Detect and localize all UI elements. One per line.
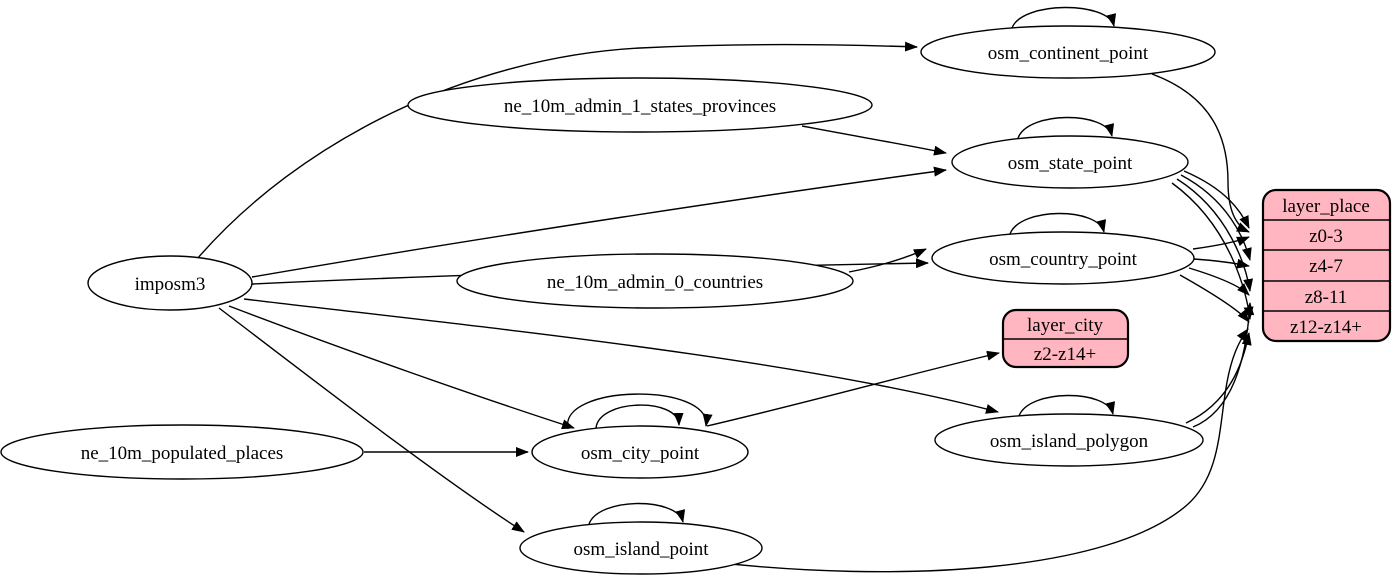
edge-osm_island_polygon-self (1018, 394, 1116, 417)
edge-osm_state_point-to-layer_place-z0-3 (1183, 170, 1250, 229)
node-imposm3-shape (87, 255, 253, 311)
node-osm_city_point-shape (531, 425, 749, 479)
node-osm_state_point: osm_state_point (951, 135, 1189, 189)
node-osm_continent_point-label: osm_continent_point (988, 43, 1149, 64)
record-layer_place-row-z0-3: z0-3 (1309, 226, 1343, 247)
node-osm_country_point-label: osm_country_point (989, 249, 1137, 270)
node-ne_10m_admin_0_countries-label: ne_10m_admin_0_countries (547, 272, 763, 293)
node-ne_10m_populated_places: ne_10m_populated_places (0, 424, 364, 480)
node-ne_10m_populated_places-shape (0, 424, 364, 480)
node-osm_continent_point-shape (920, 25, 1216, 79)
node-osm_continent_point: osm_continent_point (920, 25, 1216, 79)
node-ne_10m_admin_1_states_provinces-label: ne_10m_admin_1_states_provinces (504, 96, 776, 117)
node-osm_island_point-label: osm_island_point (573, 539, 709, 560)
node-osm_island_polygon-shape (934, 413, 1204, 467)
record-layer_place: layer_place z0-3 z4-7 z8-11 z12-z14+ (1261, 188, 1392, 343)
record-layer_place-row-z12-z14: z12-z14+ (1290, 317, 1362, 338)
node-osm_island_polygon-label: osm_island_polygon (990, 431, 1149, 452)
node-ne_10m_admin_1_states_provinces-shape (407, 77, 873, 133)
node-imposm3-label: imposm3 (135, 274, 206, 295)
edge-ne_10m_admin_1_states_provinces-to-osm_state_point (801, 125, 947, 156)
node-osm_state_point-shape (951, 135, 1189, 189)
node-osm_country_point-shape (931, 231, 1195, 285)
record-layer_place-row-z8-11: z8-11 (1305, 287, 1348, 308)
edge-osm_continent_point-self (1011, 6, 1117, 29)
node-imposm3: imposm3 (87, 255, 253, 311)
edge-osm_island_polygon-to-layer_place-z12-z14 (1185, 332, 1252, 424)
record-layer_city-row-z2-z14: z2-z14+ (1034, 344, 1096, 365)
record-layer_place-box (1261, 188, 1392, 343)
node-ne_10m_admin_0_countries-shape (456, 253, 854, 309)
record-layer_place-header: layer_place (1282, 196, 1370, 217)
edge-osm_island_point-to-layer_place-z12-z14 (702, 328, 1249, 573)
node-osm_island_point: osm_island_point (519, 521, 763, 575)
edge-osm_city_point-self-1 (567, 393, 713, 430)
edge-osm_country_point-to-layer_place-z0-3 (1192, 236, 1250, 250)
nodes-layer: imposm3 ne_10m_admin_1_states_provinces … (0, 25, 1216, 575)
edge-osm_island_polygon-to-layer_place-z8-11 (1192, 302, 1255, 428)
edge-osm_city_point-self-2 (595, 404, 684, 429)
edge-osm_state_point-self (1017, 116, 1115, 139)
record-layer_city: layer_city z2-z14+ (1001, 308, 1130, 369)
edge-imposm3-to-osm_continent_point (196, 41, 918, 260)
edge-imposm3-to-osm_state_point (251, 166, 947, 278)
edges-layer (196, 6, 1255, 573)
record-layer_place-row-z4-7: z4-7 (1309, 256, 1343, 277)
edge-osm_country_point-to-layer_place-z12-z14 (1179, 274, 1250, 323)
edge-osm_country_point-to-layer_place-z8-11 (1188, 267, 1250, 296)
record-layer_city-header: layer_city (1027, 315, 1103, 336)
edge-osm_city_point-to-layer_city-z2-z14 (706, 350, 1000, 427)
node-osm_country_point: osm_country_point (931, 231, 1195, 285)
edge-osm_island_point-self (588, 502, 686, 525)
node-osm_island_point-shape (519, 521, 763, 575)
edge-osm_continent_point-to-layer_place-z0-3 (1151, 73, 1250, 233)
node-ne_10m_populated_places-label: ne_10m_populated_places (81, 443, 284, 464)
edge-osm_country_point-to-layer_place-z4-7 (1193, 258, 1250, 269)
node-ne_10m_admin_0_countries: ne_10m_admin_0_countries (456, 253, 854, 309)
node-osm_city_point-label: osm_city_point (581, 443, 700, 464)
edge-osm_state_point-to-layer_place-z4-7 (1180, 174, 1252, 261)
edge-imposm3-to-osm_island_point (218, 307, 525, 533)
edge-osm_state_point-to-layer_place-z8-11 (1176, 178, 1254, 292)
node-osm_island_polygon: osm_island_polygon (934, 413, 1204, 467)
edge-imposm3-to-osm_island_polygon (243, 298, 999, 414)
node-osm_city_point: osm_city_point (531, 425, 749, 479)
node-ne_10m_admin_1_states_provinces: ne_10m_admin_1_states_provinces (407, 77, 873, 133)
edge-osm_country_point-self (1009, 212, 1107, 235)
edge-ne_10m_admin_0_countries-to-osm_country_point (848, 248, 927, 273)
node-osm_state_point-label: osm_state_point (1008, 153, 1133, 174)
edge-imposm3-to-osm_city_point (228, 305, 575, 430)
